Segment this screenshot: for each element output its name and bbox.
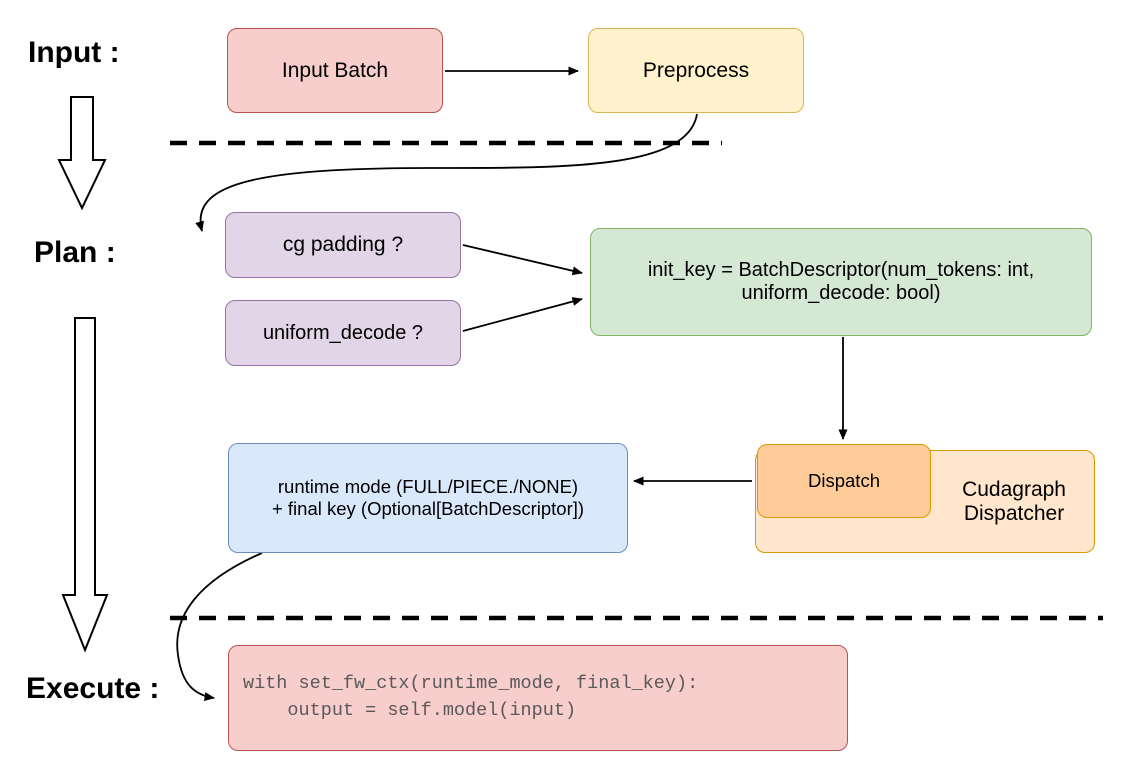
node-input-batch: Input Batch (227, 28, 443, 113)
node-init-key-label: init_key = BatchDescriptor(num_tokens: i… (647, 259, 1035, 304)
node-execute-code-text: with set_fw_ctx(runtime_mode, final_key)… (243, 673, 699, 721)
node-runtime-mode: runtime mode (FULL/PIECE./NONE) + final … (228, 443, 628, 553)
node-cg-padding-label: cg padding ? (282, 233, 404, 256)
arrow-runtime-mode-to-execute (176, 552, 263, 701)
node-runtime-mode-label: runtime mode (FULL/PIECE./NONE) + final … (271, 476, 585, 519)
node-init-key: init_key = BatchDescriptor(num_tokens: i… (590, 228, 1092, 336)
node-cg-padding: cg padding ? (225, 212, 461, 278)
node-dispatch: Dispatch (757, 444, 931, 518)
phase-label-plan: Plan : (34, 236, 116, 269)
node-dispatch-label: Dispatch (808, 470, 880, 491)
arrow-uniform-decode-to-init-key (462, 297, 583, 332)
input-down-arrow-icon (57, 96, 107, 211)
node-input-batch-label: Input Batch (281, 58, 389, 82)
node-execute-code: with set_fw_ctx(runtime_mode, final_key)… (228, 645, 848, 751)
node-cudagraph-dispatcher-label: Cudagraph Dispatcher (962, 477, 1066, 525)
node-uniform-decode: uniform_decode ? (225, 300, 461, 366)
phase-label-execute: Execute : (26, 672, 160, 705)
node-preprocess-label: Preprocess (642, 58, 750, 82)
node-preprocess: Preprocess (588, 28, 804, 113)
plan-down-arrow-icon (61, 317, 109, 653)
node-uniform-decode-label: uniform_decode ? (262, 321, 424, 344)
arrow-cg-padding-to-init-key (462, 244, 583, 276)
phase-label-input: Input : (28, 36, 120, 69)
arrow-preprocess-to-cg-padding (195, 113, 698, 232)
